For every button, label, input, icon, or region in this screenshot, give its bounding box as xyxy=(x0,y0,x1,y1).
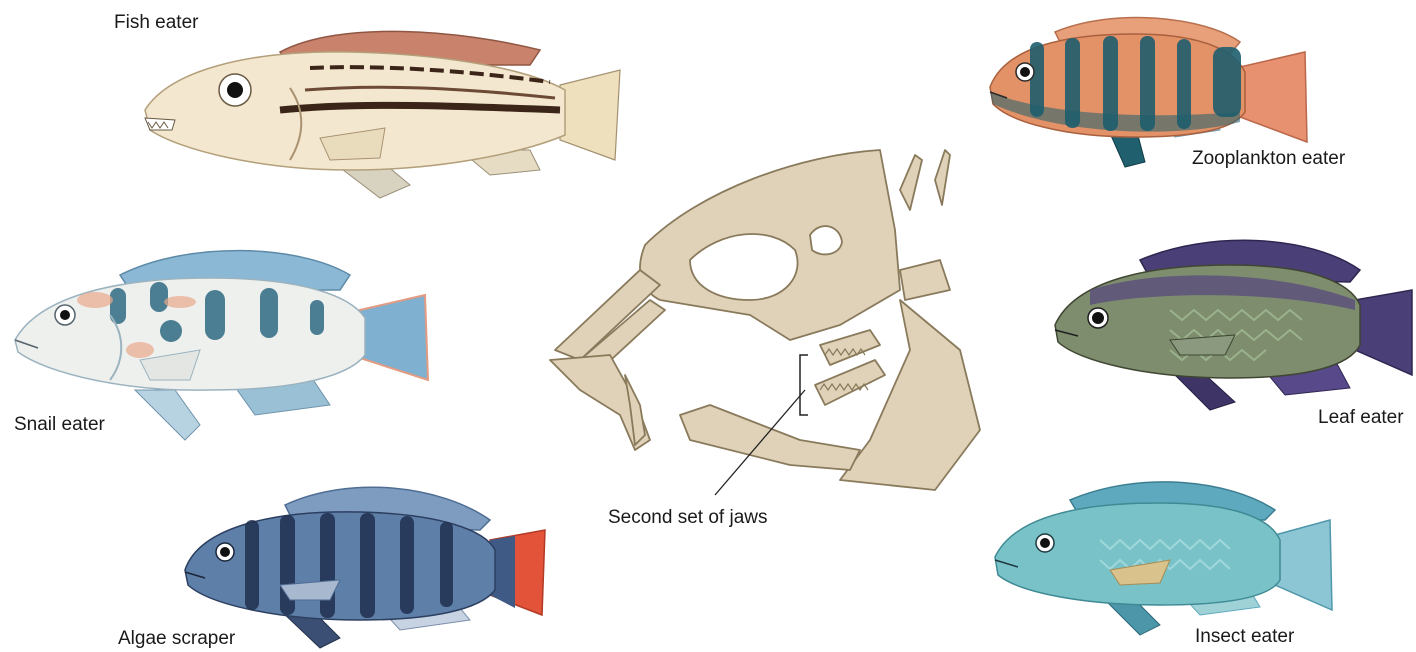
label-insect-eater: Insect eater xyxy=(1195,626,1294,648)
label-zooplankton-eater: Zooplankton eater xyxy=(1192,148,1345,170)
cichlid-skull-illustration xyxy=(540,150,980,510)
label-snail-eater: Snail eater xyxy=(14,414,105,436)
leaf-eater-illustration xyxy=(1050,230,1415,415)
label-algae-scraper: Algae scraper xyxy=(118,628,235,650)
snail-eater-illustration xyxy=(10,240,435,440)
label-second-set-of-jaws: Second set of jaws xyxy=(608,507,767,529)
algae-scraper-illustration xyxy=(180,480,550,650)
label-fish-eater: Fish eater xyxy=(114,12,198,34)
label-leaf-eater: Leaf eater xyxy=(1318,407,1404,429)
insect-eater-illustration xyxy=(990,475,1335,640)
